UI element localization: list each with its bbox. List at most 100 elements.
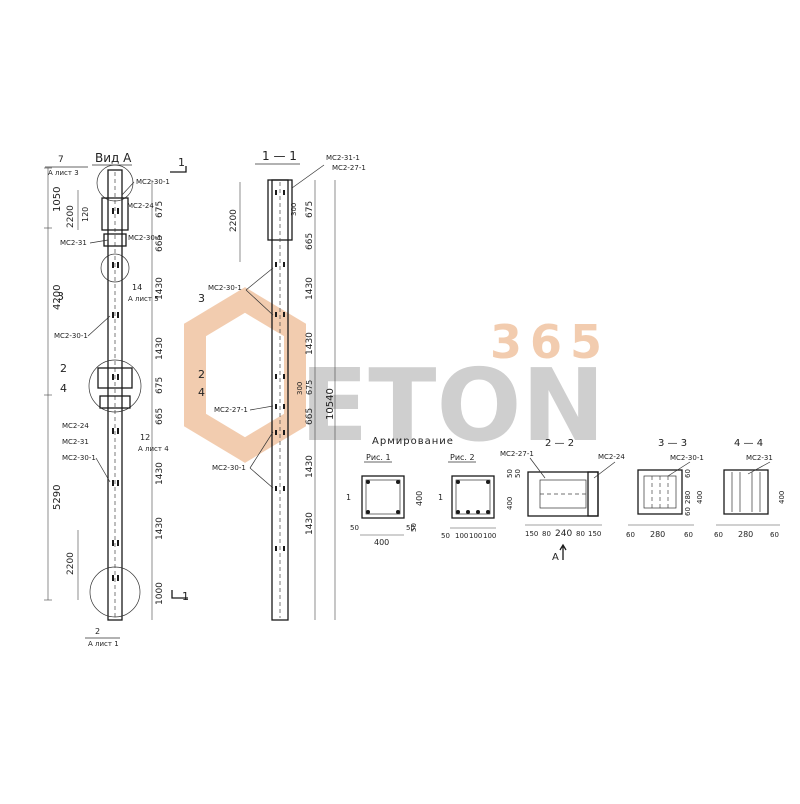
sec44-section [723,469,769,515]
watermark-365: 365 [490,315,610,369]
dim-right-1430-b: 1430 [155,337,165,360]
detail-circle-bottom [89,566,141,618]
section-1-1-bars [275,190,285,551]
dim-right-675-b: 675 [155,377,165,394]
s11-mark-ms2-27-1-top: МС2-27-1 [332,164,366,172]
cut-marker-1-top: 1 [178,156,185,169]
s11-dim-1430-a: 1430 [305,277,315,300]
dim-right-665-b: 665 [155,408,165,425]
callout-bot-number: 2 [95,627,100,636]
s11-dim-300-mid: 300 [296,382,304,395]
dim-right-1430-d: 1430 [155,517,165,540]
ris1-section [361,475,405,519]
sec33-dim-60-a: 60 [626,531,635,539]
ris1-dim-400-bottom: 400 [374,538,389,547]
mark-ms2-30-1-b: МС2-30-1 [128,234,162,242]
dim-right-1430-c: 1430 [155,462,165,485]
sec33-title: 3 — 3 [658,438,687,449]
callout-low-ref: А лист 4 [138,445,169,453]
section-1-1: 1 — 1 МС2-31-1 МС2-27-1 МС2-30-1 МС2-27-… [208,149,366,621]
callout-mid-ref: А лист 5 [128,295,159,303]
sec22-dim-150-a: 150 [525,530,538,538]
detail-circle-upper [100,253,130,283]
mark-ms2-31-upper: МС2-31 [60,239,87,247]
sec22-view-arrow: А [552,552,559,563]
s11-mark-ms2-31-1: МС2-31-1 [326,154,360,162]
sec33-dim-280: 280 [650,530,665,539]
dim-inner-2200-bottom: 2200 [66,552,76,575]
s11-dim-665-b: 665 [305,408,315,425]
sec33-dim-400-side: 400 [696,491,704,504]
cut-marker-4-left: 4 [60,382,67,395]
cut-marker-1-bottom: 1 [182,590,189,603]
sec44-dim-280: 280 [738,530,753,539]
dim-inner-120: 120 [81,207,90,222]
ris2-dim-50-left: 50 [441,532,450,540]
detail-circle-consoles [88,359,142,413]
sec33-dim-60-side-a: 60 [684,469,692,478]
mark-ms2-30-1-c: МС2-30-1 [54,332,88,340]
s11-dim-675-b: 675 [305,380,314,395]
ris2-dim-100-b: 100 [469,532,482,540]
callout-mid-number: 14 [132,283,142,292]
s11-mark-ms2-27-1-mid: МС2-27-1 [214,406,248,414]
mark-ms2-31-low: МС2-31 [62,438,89,446]
ris2-dim-400-side: 400 [506,497,514,510]
view-arrow-icon [559,543,567,560]
callout-bot-ref: А лист 1 [88,640,119,648]
dim-right-675: 675 [155,201,165,218]
mark-ms2-30-1-top: МС2-30-1 [136,178,170,186]
sec33-mark: МС2-30-1 [670,454,704,462]
view-a: Вид А 7 А лист 3 [44,151,205,648]
ris1-label: Рис. 1 [366,453,391,462]
s11-dim-1430-d: 1430 [305,512,315,535]
ris2-pointer: 1 [438,493,443,502]
sec22-title: 2 — 2 [545,438,574,449]
s11-dim-1430-b: 1430 [305,332,315,355]
s11-dim-overall: 10540 [325,388,336,420]
s11-dim-1430-c: 1430 [305,455,315,478]
dim-inner-2200-top: 2200 [66,205,76,228]
callout-top-number: 7 [58,155,64,165]
watermark: 365 ETON [184,287,610,464]
sec44-dim-60-a: 60 [714,531,723,539]
dim-left-1050: 1050 [52,187,63,212]
column-bars [112,208,119,581]
ris1-dim-50-side: 50 [410,523,418,532]
dim-left-5290: 5290 [52,485,63,510]
s11-dim-300-top: 300 [290,203,298,216]
sec22-dim-240: 240 [555,529,572,539]
ris2-dim-50-top: 50 [506,469,514,478]
sec22-mark-ms2-27-1: МС2-27-1 [500,450,534,458]
cut-marker-3-right: 3 [198,292,205,305]
sec22-mark-ms2-24: МС2-24 [598,453,625,461]
sec44-mark: МС2-31 [746,454,773,462]
column-body [107,169,123,621]
sec33-section [637,469,683,515]
ris1-pointer: 1 [346,493,351,502]
watermark-hex-icon [184,287,306,463]
s11-dim-2200: 2200 [229,209,239,232]
reinforcement-title: Армирование [372,436,454,447]
mark-ms2-24-low: МС2-24 [62,422,89,430]
cut-marker-2-left: 2 [60,362,67,375]
cut-marker-4-right: 4 [198,386,205,399]
dim-left-4200: 4200 [52,285,63,310]
sec22-dim-80-b: 80 [576,530,585,538]
s11-mark-ms2-30-1-b: МС2-30-1 [212,464,246,472]
ris1-dim-50-left: 50 [350,524,359,532]
callout-low-number: 12 [140,433,150,442]
ris1-dim-400-side: 400 [415,491,424,506]
watermark-eton: ETON [300,347,605,464]
callout-top-ref: А лист 3 [48,169,79,177]
reinforcement: Армирование Рис. 1 1 400 50 50 400 50 Ри… [346,436,786,563]
cut-marker-3-left: 3 [57,290,64,303]
cut-marker-2-right: 2 [198,368,205,381]
sec22-dim-50: 50 [514,469,522,478]
ris2-label: Рис. 2 [450,453,475,462]
sec44-dim-60-b: 60 [770,531,779,539]
sec22-dim-80-a: 80 [542,530,551,538]
dim-right-1430-a: 1430 [155,277,165,300]
